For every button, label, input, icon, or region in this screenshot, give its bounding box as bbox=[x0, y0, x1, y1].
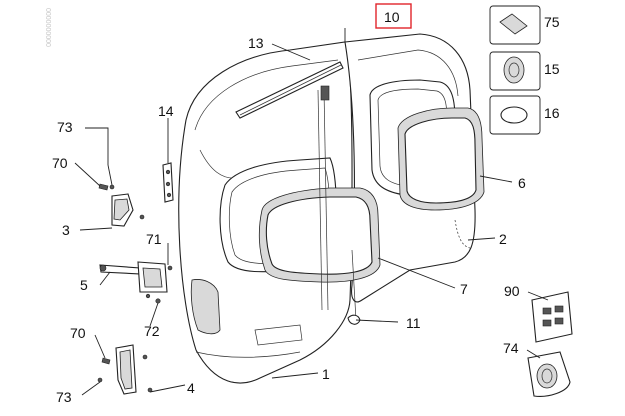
callout-74[interactable]: 74 bbox=[503, 340, 519, 356]
callout-73-lower[interactable]: 73 bbox=[56, 389, 72, 405]
kit-label-75: 75 bbox=[544, 14, 560, 30]
upper-trim-strip[interactable] bbox=[235, 61, 344, 119]
screw-70-lower[interactable] bbox=[101, 357, 111, 365]
callout-6[interactable]: 6 bbox=[518, 175, 526, 191]
screw-70-upper[interactable] bbox=[98, 183, 109, 191]
window-seal-right[interactable] bbox=[397, 107, 485, 211]
screw-73-lower[interactable] bbox=[97, 377, 103, 383]
callout-10[interactable]: 10 bbox=[384, 9, 400, 25]
window-seal-left[interactable] bbox=[258, 187, 381, 283]
callout-7[interactable]: 7 bbox=[460, 281, 468, 297]
vertical-seal-strip[interactable] bbox=[317, 85, 361, 325]
callout-3[interactable]: 3 bbox=[62, 222, 70, 238]
callout-11[interactable]: 11 bbox=[406, 315, 421, 331]
kit-16-seal-ring-icon bbox=[500, 106, 528, 124]
callout-14[interactable]: 14 bbox=[158, 103, 174, 119]
screw-73-upper[interactable] bbox=[107, 164, 115, 190]
kit-legend: 75 15 16 bbox=[489, 5, 560, 135]
kit-75-tape-icon bbox=[499, 13, 528, 35]
kit-label-15: 15 bbox=[544, 61, 560, 77]
watermark: 0000000000 bbox=[44, 8, 51, 47]
callout-13[interactable]: 13 bbox=[248, 35, 264, 51]
callout-73-upper[interactable]: 73 bbox=[57, 119, 73, 135]
callout-2[interactable]: 2 bbox=[499, 231, 507, 247]
leader-lines bbox=[74, 28, 549, 396]
lamp-holder-90[interactable] bbox=[531, 291, 573, 343]
tail-lamp-74[interactable] bbox=[527, 351, 571, 397]
callout-70-upper[interactable]: 70 bbox=[52, 155, 68, 171]
callout-1[interactable]: 1 bbox=[322, 366, 330, 382]
callout-labels: 10 13 14 73 70 3 71 5 72 70 73 4 1 11 7 … bbox=[52, 3, 526, 405]
callout-90[interactable]: 90 bbox=[504, 283, 520, 299]
hinge-plate-14[interactable] bbox=[162, 162, 174, 203]
callout-72[interactable]: 72 bbox=[144, 323, 160, 339]
highlight-box-10 bbox=[375, 3, 412, 29]
callout-71[interactable]: 71 bbox=[146, 231, 162, 247]
kit-15-grommet-icon bbox=[503, 56, 525, 84]
callout-4[interactable]: 4 bbox=[187, 380, 195, 396]
callout-70-lower[interactable]: 70 bbox=[70, 325, 86, 341]
kit-label-16: 16 bbox=[544, 105, 560, 121]
callout-5[interactable]: 5 bbox=[80, 277, 88, 293]
screw-72[interactable] bbox=[145, 293, 161, 304]
check-strap-5[interactable] bbox=[99, 261, 173, 293]
hinge-3[interactable] bbox=[111, 193, 145, 227]
hinge-4[interactable] bbox=[115, 344, 153, 395]
